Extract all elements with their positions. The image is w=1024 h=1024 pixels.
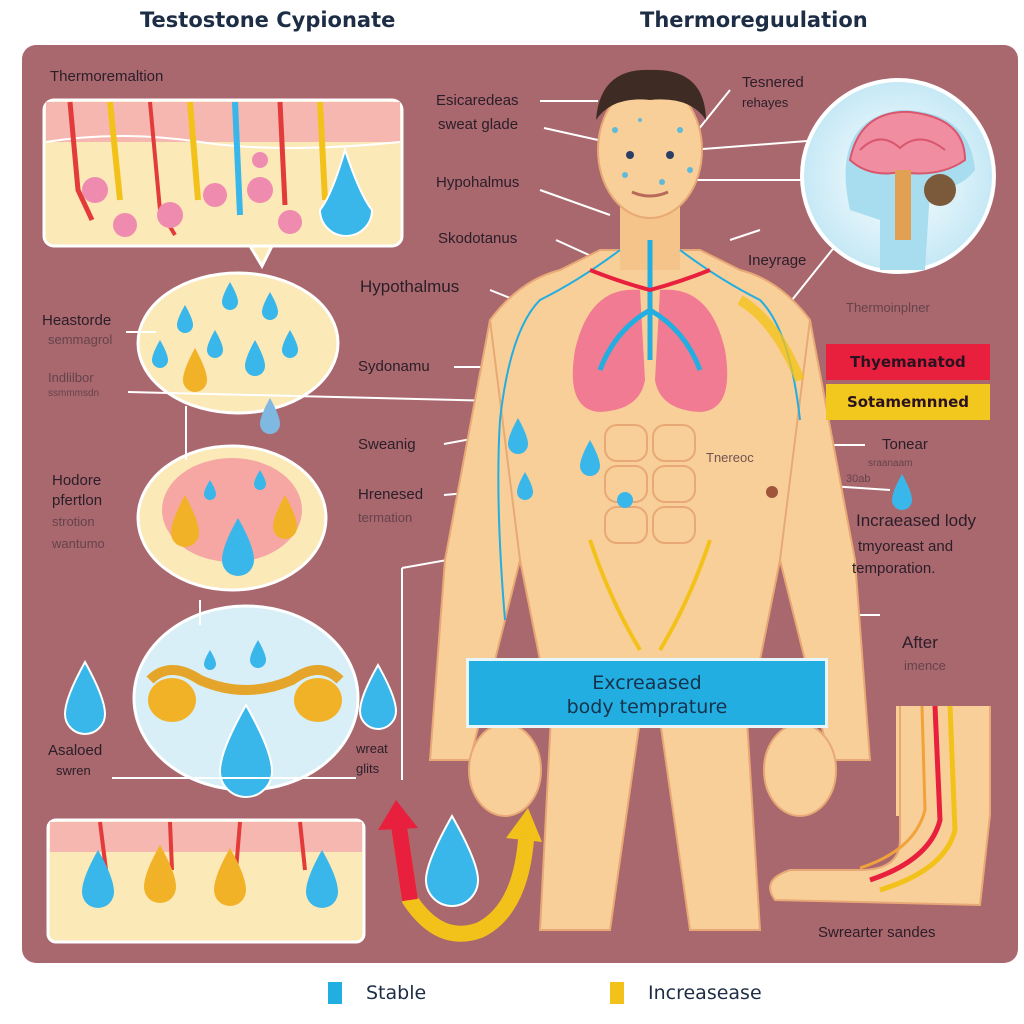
left-title: Testostone Cypionate xyxy=(140,8,396,32)
gland-circle xyxy=(132,604,360,798)
label-tenered-2: rehayes xyxy=(742,95,789,110)
label-tonear-1: Tonear xyxy=(882,436,928,453)
droplet-left xyxy=(63,659,107,735)
label-asaloed-2: swren xyxy=(56,763,91,778)
label-hodore-2: pfertlon xyxy=(52,492,103,509)
label-hypothalamus: Hypothalmus xyxy=(360,277,460,296)
label-inyrege: Ineyrage xyxy=(748,252,807,269)
label-sweat-glands-1: Esicaredeas xyxy=(436,92,519,109)
label-after-1: After xyxy=(902,633,938,652)
small-droplet xyxy=(892,474,912,510)
label-increased-body-1: Incraeased lody xyxy=(856,511,977,530)
skin-section-top xyxy=(42,98,404,270)
leg-section xyxy=(769,705,991,907)
skin-section-bottom xyxy=(46,818,366,944)
label-increased-temp-1: Hrenesed xyxy=(358,486,424,503)
legend-increase-label: Increasease xyxy=(648,982,762,1004)
right-title: Thermoreguulation xyxy=(640,8,868,32)
left-panel-heading: Thermoremaltion xyxy=(50,68,164,85)
label-thermo-faint: Thermoinplner xyxy=(846,300,930,315)
label-increased-temp-2: termation xyxy=(358,510,413,525)
tag-yellow: Sotamemnned xyxy=(826,384,990,420)
label-indlilbor-1: Indlilbor xyxy=(48,370,94,385)
label-bottom-right: Swrearter sandes xyxy=(818,924,936,941)
legend-increase-swatch xyxy=(610,982,624,1004)
droplet-circle-1 xyxy=(136,271,340,434)
banner-body-temperature: Excreaased body temprature xyxy=(466,658,828,728)
label-hodore-4: wantumo xyxy=(52,536,105,551)
label-increased-body-3: temporation. xyxy=(852,560,936,577)
legend-increase: Increasease xyxy=(610,982,762,1004)
label-hodore-3: strotion xyxy=(52,514,95,529)
label-small-num: 30ab xyxy=(846,473,871,485)
label-wreat-1: wreat xyxy=(356,741,388,756)
label-sweaing: Sweanig xyxy=(358,436,416,453)
label-skodotanus: Skodotanus xyxy=(438,230,518,247)
cycle-arrow xyxy=(378,800,542,942)
label-heastorde-2: semmagrol xyxy=(48,332,113,347)
label-after-2: imence xyxy=(904,658,946,673)
label-tonear-2: sraanaam xyxy=(868,458,913,469)
legend-stable-label: Stable xyxy=(366,982,427,1004)
brain-circle xyxy=(800,78,996,274)
label-wreat-2: glits xyxy=(356,761,380,776)
label-sydonamu: Sydonamu xyxy=(358,358,430,375)
label-asaloed-1: Asaloed xyxy=(48,742,103,759)
tag-red: Thyemanatod xyxy=(826,344,990,380)
label-indlilbor-2: ssmmmsdn xyxy=(48,388,100,399)
label-increased-body-2: tmyoreast and xyxy=(858,538,954,555)
legend-stable-swatch xyxy=(328,982,342,1004)
label-tnereoc: Tnereoc xyxy=(706,450,754,465)
heat-circle xyxy=(136,444,328,592)
legend-stable: Stable xyxy=(328,982,426,1004)
label-heastorde-1: Heastorde xyxy=(42,312,112,329)
banner-line-1: Excreaased xyxy=(592,672,702,694)
banner-line-2: body temprature xyxy=(566,696,728,718)
label-hodore-1: Hodore xyxy=(52,472,102,489)
label-hypothalmus-small: Hypohalmus xyxy=(436,174,520,191)
label-sweat-glands-2: sweat glade xyxy=(438,116,519,133)
label-tenered-1: Tesnered xyxy=(742,74,804,91)
droplet-right xyxy=(358,662,398,730)
